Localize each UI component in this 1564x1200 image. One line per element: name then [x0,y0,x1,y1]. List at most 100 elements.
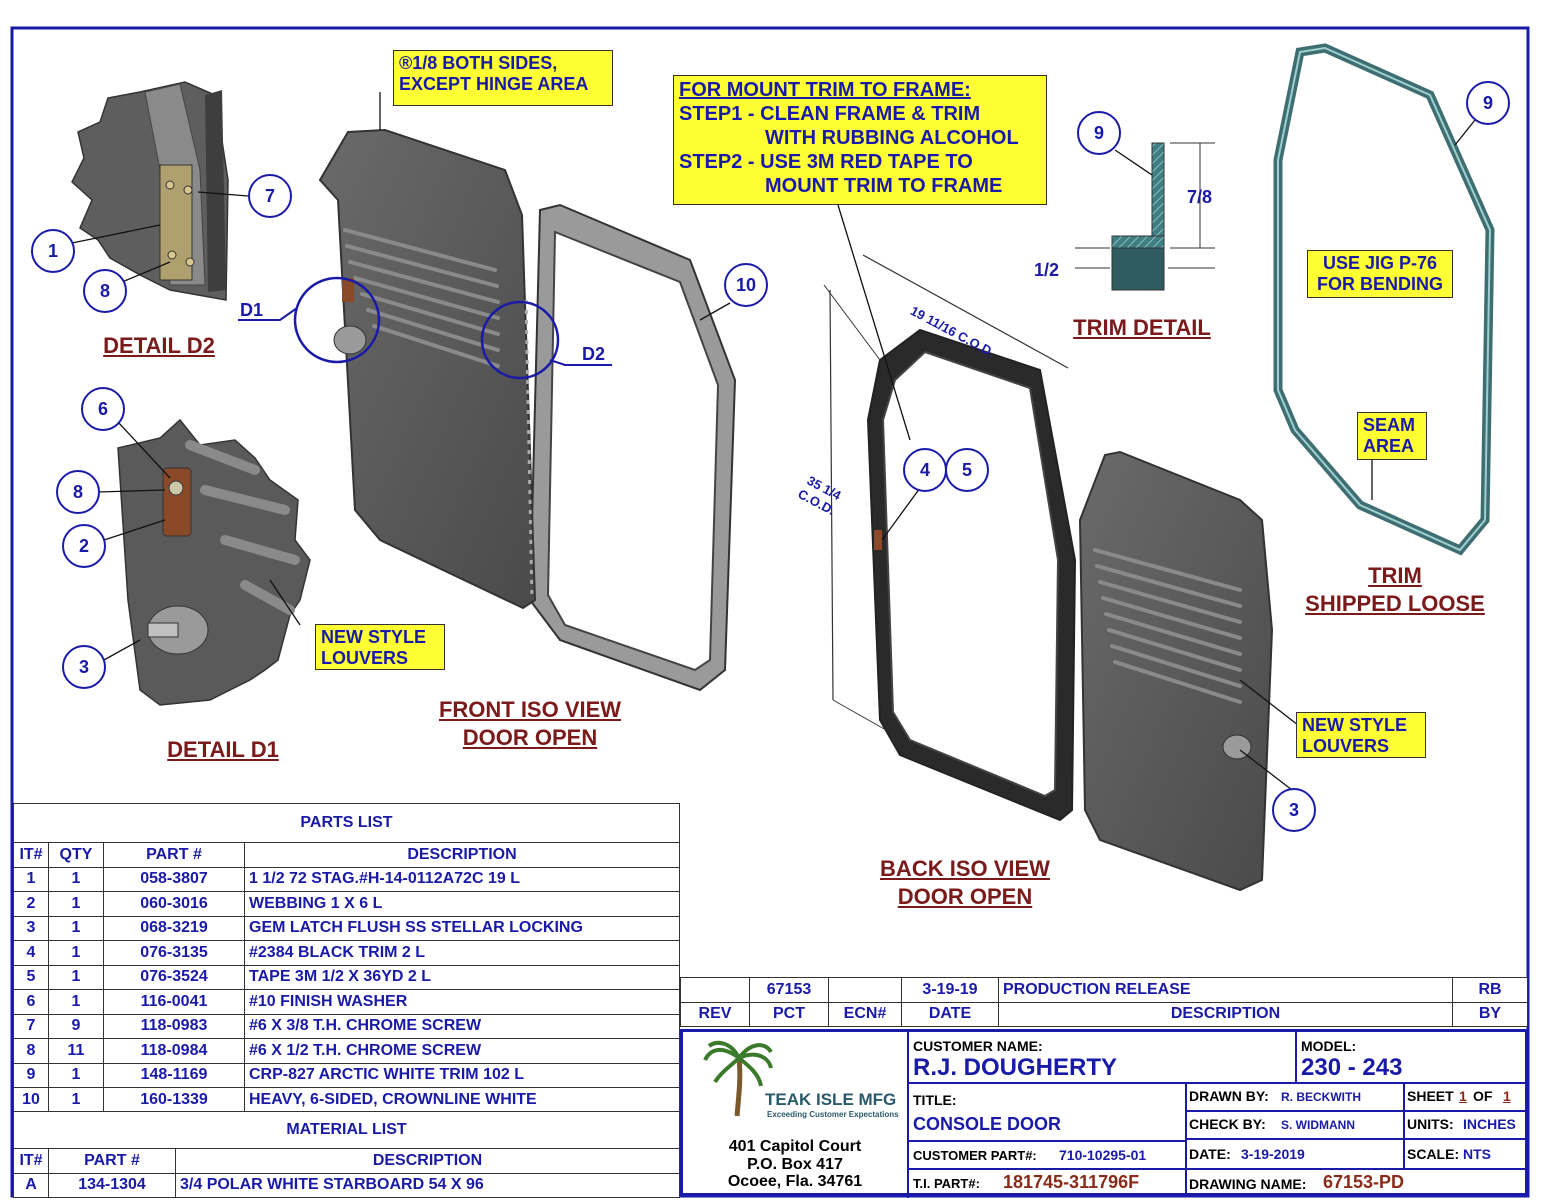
ecn-cell [828,977,902,1003]
trim-detail-graphic [1075,142,1215,291]
cell-description: #2384 BLACK TRIM 2 L [244,940,680,966]
description-header: DESCRIPTION [998,1001,1453,1027]
trim-width-dim: 1/2 [1034,260,1060,280]
parts-list-title: PARTS LIST [13,803,680,843]
customer-name-cell: CUSTOMER NAME: R.J. DOUGHERTY [909,1032,1297,1084]
drawn-by-label: DRAWN BY: [1189,1088,1269,1104]
cell-qty: 1 [48,866,104,892]
material-col-item: IT# [13,1148,49,1174]
date-cell: 3-19-19 [901,977,999,1003]
detail-d1-title: DETAIL D1 [167,737,279,762]
balloon-item-8: 8 [83,269,127,313]
units-value: INCHES [1463,1116,1516,1132]
cell-description: HEAVY, 6-SIDED, CROWNLINE WHITE [244,1087,680,1113]
cell-item: 5 [13,964,49,990]
trim-loose-title: TRIM SHIPPED LOOSE [1290,562,1500,617]
title-cell: TITLE: CONSOLE DOOR [909,1084,1187,1142]
cell-item: 7 [13,1013,49,1039]
drawn-by-value: R. BECKWITH [1281,1090,1361,1104]
cell-item: 6 [13,989,49,1015]
company-address: 401 Capitol Court P.O. Box 417 Ocoee, Fl… [683,1136,909,1198]
drawing-name-value: 67153-PD [1323,1172,1405,1192]
balloon-item-8: 8 [56,470,100,514]
seam-note: SEAM AREA [1357,412,1427,460]
ecn-header: ECN# [828,1001,902,1027]
cell-item: 1 [13,866,49,892]
balloon-item-6: 6 [81,387,125,431]
material-col-part: PART # [48,1148,176,1174]
ti-part-cell: T.I. PART#: 181745-311796F [909,1170,1187,1196]
front-iso-title-line: DOOR OPEN [462,724,598,750]
trim-loose-title-line: SHIPPED LOOSE [1305,590,1485,616]
cell-item: A [13,1172,49,1198]
parts-col-item: IT# [13,842,49,868]
trim-height-dim: 7/8 [1187,187,1213,207]
detail-d2-title: DETAIL D2 [103,333,215,358]
scale-cell: SCALE: NTS [1403,1140,1525,1170]
material-list-header: IT# PART # DESCRIPTION [13,1148,680,1174]
cell-part: 058-3807 [103,866,245,892]
jig-note: USE JIG P-76 FOR BENDING [1307,250,1453,298]
cell-description: #6 X 1/2 T.H. CHROME SCREW [244,1038,680,1064]
cell-item: 4 [13,940,49,966]
by-header: BY [1452,1001,1528,1027]
cell-part: 118-0984 [103,1038,245,1064]
customer-part-cell: CUSTOMER PART#: 710-10295-01 [909,1142,1187,1170]
radius-note-line: EXCEPT HINGE AREA [399,73,589,94]
back-iso-graphic [823,254,1274,892]
mount-trim-step: MOUNT TRIM TO FRAME [765,175,1003,197]
cell-qty: 11 [48,1038,104,1064]
cell-qty: 1 [48,989,104,1015]
rev-header: REV [680,1001,750,1027]
model-value: 230 - 243 [1301,1054,1403,1081]
units-cell: UNITS: INCHES [1403,1112,1525,1140]
cell-part: 118-0983 [103,1013,245,1039]
logo-name: TEAK ISLE MFG [765,1090,897,1109]
sheet-border [10,26,1530,1198]
description-cell: PRODUCTION RELEASE [998,977,1453,1003]
back-iso-title: BACK ISO VIEW DOOR OPEN [845,855,1085,910]
logo-tagline: Exceeding Customer Expectations [767,1110,899,1119]
cell-qty: 1 [48,964,104,990]
balloon-item-5: 5 [945,448,989,492]
revision-row: 67153 3-19-19 PRODUCTION RELEASE RB [680,977,1528,1003]
radius-note-line: ®1/8 BOTH SIDES, [399,53,558,73]
mount-trim-heading: FOR MOUNT TRIM TO FRAME: [679,79,971,101]
cell-description: GEM LATCH FLUSH SS STELLAR LOCKING [244,915,680,941]
revision-header: REV PCT ECN# DATE DESCRIPTION BY [680,1001,1528,1027]
date-value: 3-19-2019 [1241,1146,1305,1162]
cell-qty: 1 [48,1087,104,1113]
drawn-by-cell: DRAWN BY: R. BECKWITH [1185,1084,1405,1112]
customer-part-value: 710-10295-01 [1059,1147,1147,1163]
louvers-note-back: NEW STYLE LOUVERS [1296,712,1426,758]
material-col-description: DESCRIPTION [175,1148,680,1174]
seam-note-line: AREA [1363,435,1415,456]
address-line: P.O. Box 417 [747,1155,843,1173]
mount-trim-step: STEP1 - CLEAN FRAME & TRIM [679,103,981,125]
date-cell: DATE: 3-19-2019 [1185,1140,1405,1170]
cell-description: 3/4 POLAR WHITE STARBOARD 54 X 96 [175,1172,680,1198]
model-cell: MODEL: 230 - 243 [1295,1032,1525,1084]
cell-description: TAPE 3M 1/2 X 36YD 2 L [244,964,680,990]
material-list-title: MATERIAL LIST [13,1111,680,1149]
balloon-item-9: 9 [1466,81,1510,125]
cell-qty: 9 [48,1013,104,1039]
address-line: 401 Capitol Court [728,1138,862,1155]
date-label: DATE: [1189,1146,1231,1162]
cell-description: WEBBING 1 X 6 L [244,891,680,917]
customer-name-label: CUSTOMER NAME: [913,1038,1043,1054]
cell-qty: 1 [48,915,104,941]
front-iso-graphic [238,128,737,692]
address-line: Ocoee, Fla. 34761 [727,1173,863,1191]
trim-detail-title: TRIM DETAIL [1073,315,1211,340]
back-iso-title-line: BACK ISO VIEW [880,856,1050,881]
ti-part-label: T.I. PART#: [913,1176,980,1191]
cell-item: 8 [13,1038,49,1064]
